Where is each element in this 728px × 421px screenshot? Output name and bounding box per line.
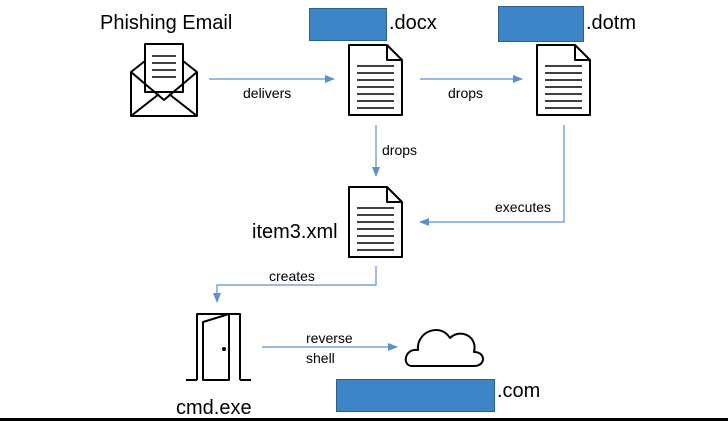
arrow-creates <box>213 266 377 303</box>
document-icon-docx <box>348 44 403 116</box>
edge-label-drops-dotm: drops <box>448 85 484 101</box>
document-icon-item3 <box>348 186 403 258</box>
edge-label-delivers: delivers <box>243 85 292 101</box>
docx-filename-redaction <box>309 8 387 41</box>
edge-label-reverse: reverse <box>306 330 353 346</box>
domain-label: .com <box>497 380 541 402</box>
cmd-exe-label: cmd.exe <box>176 397 252 419</box>
dotm-label: .dotm <box>586 12 637 34</box>
docx-label: .docx <box>389 12 437 34</box>
item3-xml-label: item3.xml <box>252 221 338 243</box>
dotm-filename-redaction <box>498 6 584 42</box>
cloud-icon <box>404 329 484 367</box>
phishing-email-label: Phishing Email <box>100 12 233 34</box>
door-icon <box>186 313 251 381</box>
arrow-executes <box>419 125 565 226</box>
bottom-border <box>0 418 728 421</box>
edge-label-executes: executes <box>495 199 552 215</box>
edge-label-shell: shell <box>306 350 335 366</box>
edge-label-creates: creates <box>269 268 315 284</box>
envelope-icon <box>130 43 198 117</box>
document-icon-dotm <box>536 44 591 116</box>
domain-redaction <box>336 379 495 412</box>
edge-label-drops-xml: drops <box>382 142 418 158</box>
